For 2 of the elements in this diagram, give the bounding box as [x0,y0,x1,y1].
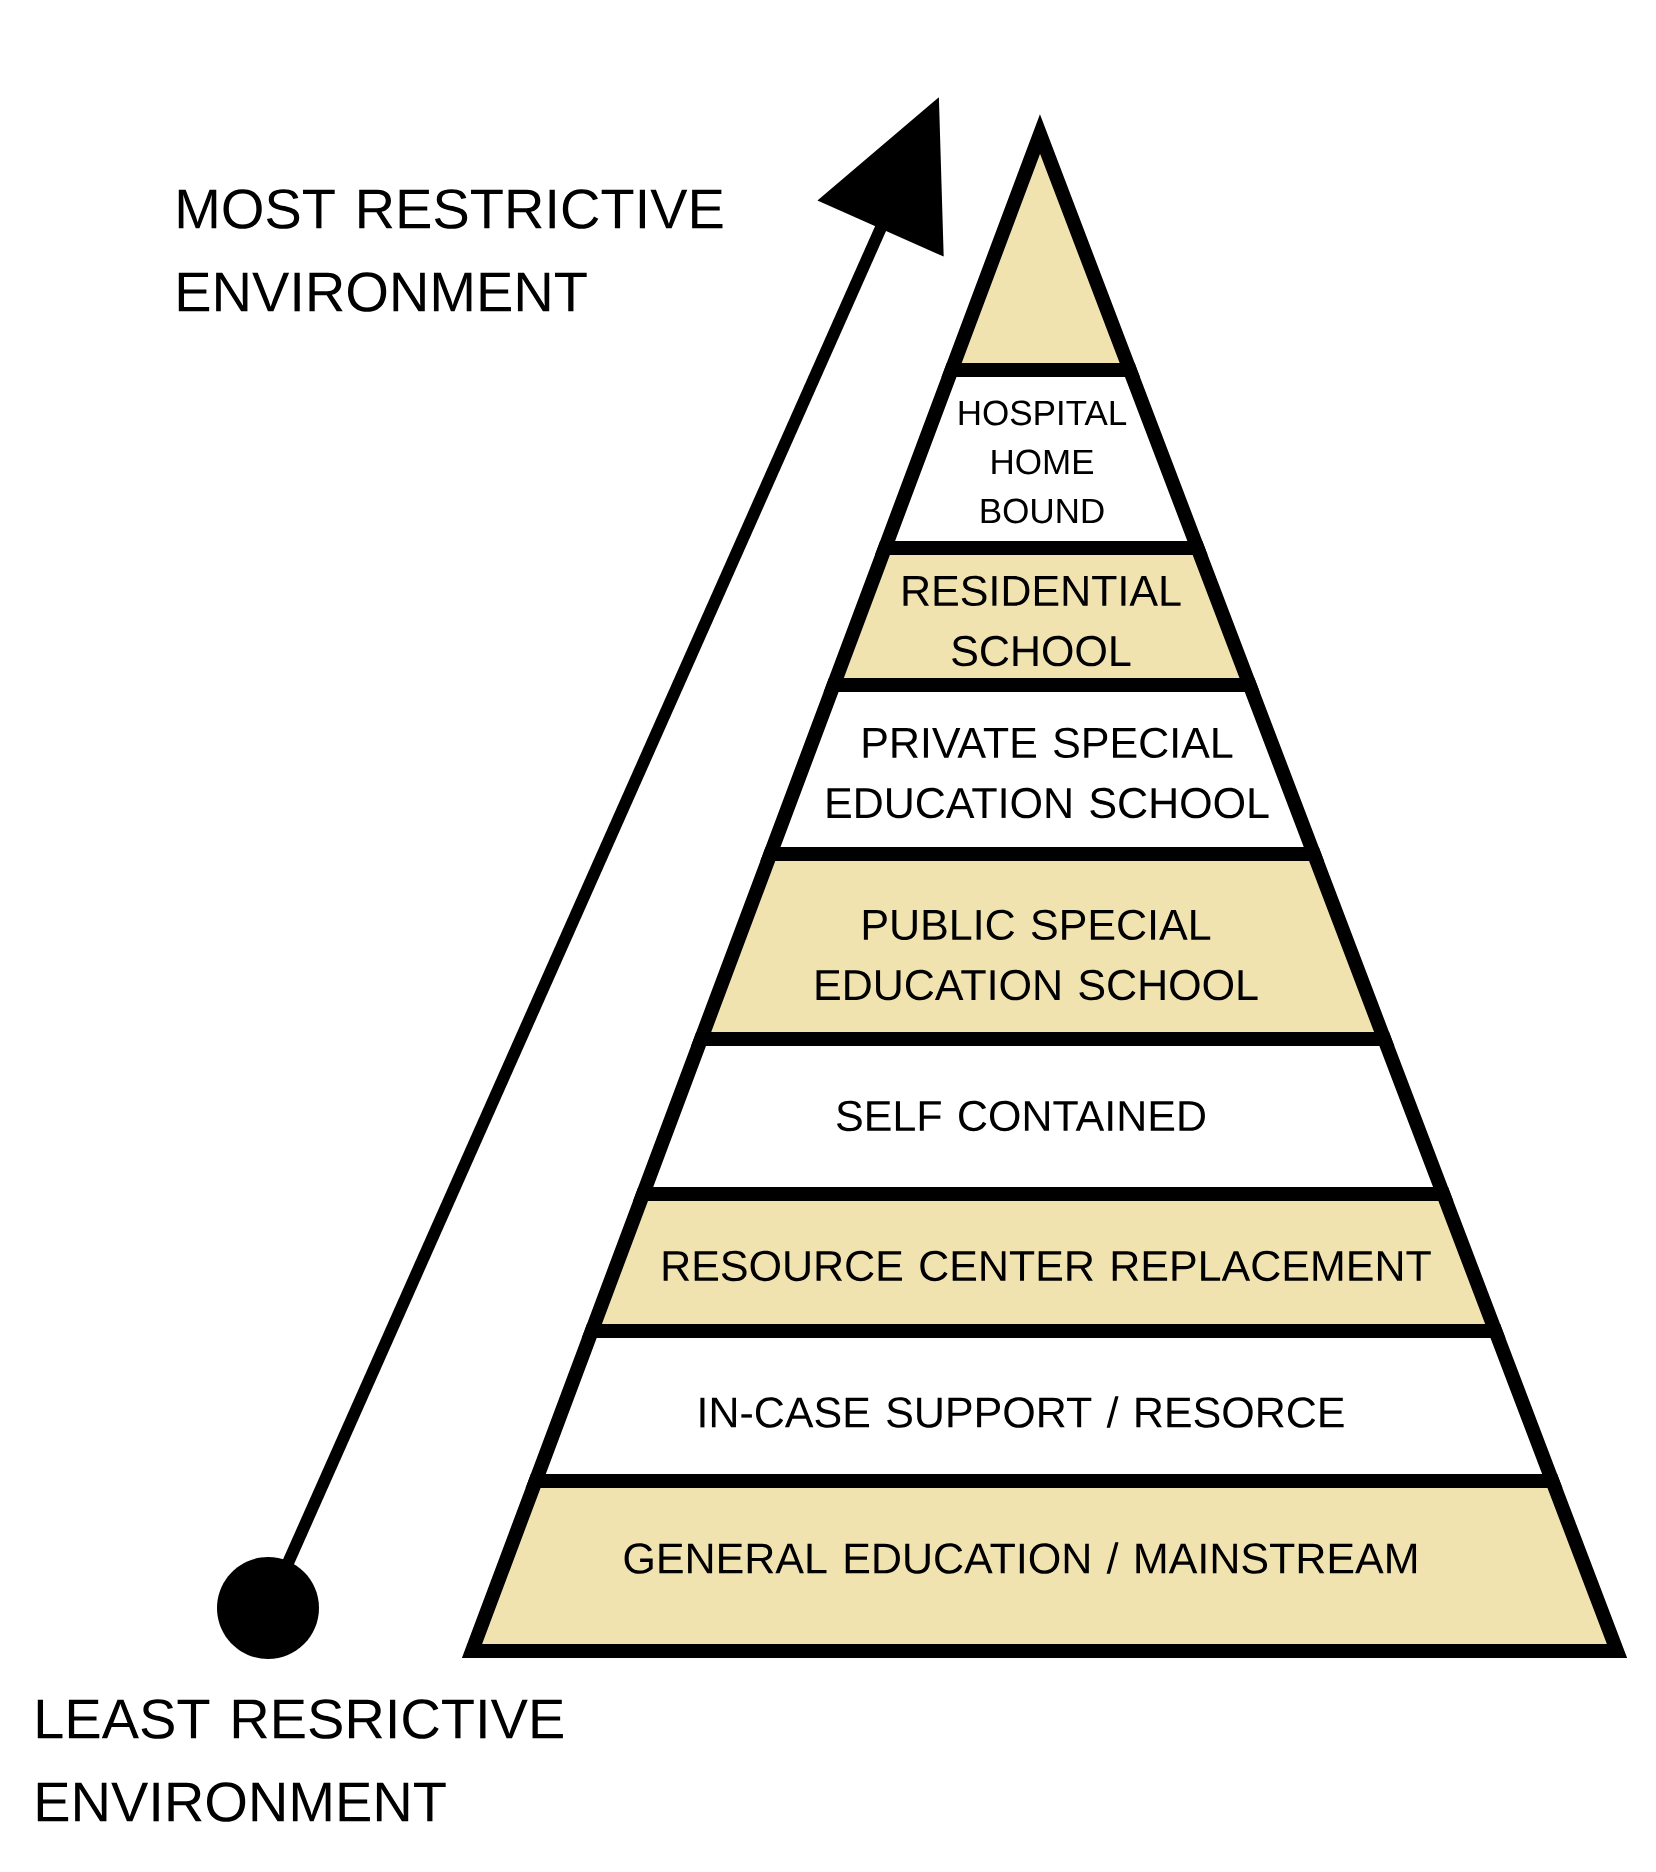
scale-label: MOST RESTRICTIVE ENVIRONMENT [178,189,723,312]
scale-label: LEAST RESRICTIVE ENVIRONMENT [37,1699,563,1822]
